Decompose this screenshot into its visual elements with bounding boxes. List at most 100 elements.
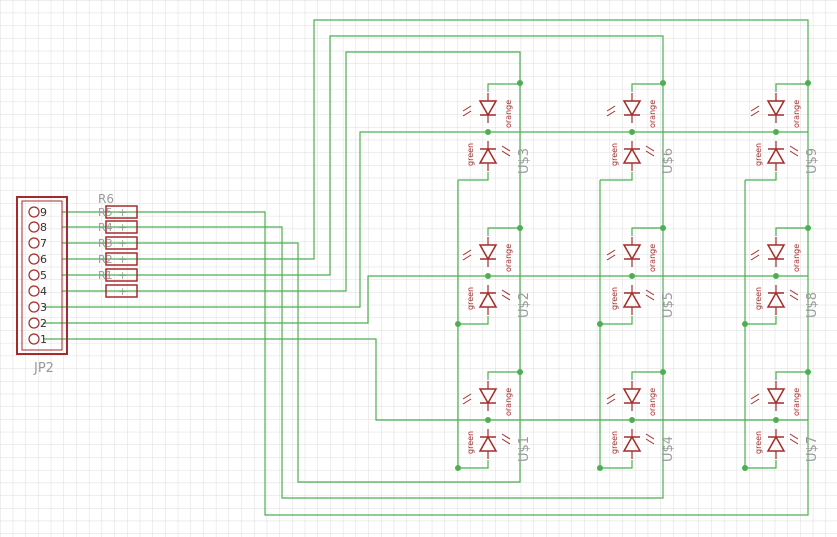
connector-pin-label: 2 <box>40 317 47 330</box>
connector-pin-2[interactable] <box>28 317 40 329</box>
light-arrow <box>789 294 799 301</box>
resistor-array-name: R6 <box>98 192 114 206</box>
connector-pin-6[interactable] <box>28 253 40 265</box>
junction-dot <box>629 273 635 279</box>
wire-pin5 <box>62 35 664 276</box>
wire-led-anode <box>487 227 520 236</box>
junction-dot <box>773 129 779 135</box>
wire-led-cathode <box>458 316 489 325</box>
light-arrow <box>789 433 799 440</box>
resistor-body[interactable] <box>105 220 138 234</box>
light-arrow <box>501 289 511 296</box>
resistor-body[interactable] <box>105 236 138 250</box>
resistor-label: R3 <box>98 237 113 250</box>
junction-dot <box>517 80 523 86</box>
light-arrow <box>501 294 511 301</box>
wire-led-anode <box>487 83 520 92</box>
connector-pin-label: 4 <box>40 285 47 298</box>
connector-pin-3[interactable] <box>28 301 40 313</box>
connector-pin-label: 7 <box>40 237 47 250</box>
wire-led-anode <box>631 227 663 236</box>
light-arrow <box>606 254 616 261</box>
light-arrow <box>606 393 616 400</box>
resistor-body[interactable] <box>105 205 138 219</box>
light-arrow <box>462 254 472 261</box>
connector-pin-label: 6 <box>40 253 47 266</box>
light-arrow <box>606 249 616 256</box>
wire-led-anode <box>775 227 808 236</box>
led-color-label-green: green <box>466 143 475 166</box>
wire-pin9 <box>62 211 809 516</box>
junction-dot <box>742 465 748 471</box>
light-arrow <box>645 433 655 440</box>
wire-pin7 <box>62 242 521 483</box>
resistor-body[interactable] <box>105 252 138 266</box>
connector-body <box>16 196 68 355</box>
led-color-label-orange: orange <box>792 388 801 416</box>
junction-dot <box>660 80 666 86</box>
wire-pin2 <box>43 275 808 324</box>
light-arrow <box>462 393 472 400</box>
light-arrow <box>645 438 655 445</box>
junction-dot <box>485 273 491 279</box>
led-color-label-orange: orange <box>648 100 657 128</box>
led-color-label-green: green <box>754 431 763 454</box>
led-ref-label: U$9 <box>805 148 820 174</box>
junction-dot <box>485 129 491 135</box>
light-arrow <box>750 249 760 256</box>
junction-dot <box>597 465 603 471</box>
led-ref-label: U$6 <box>661 148 676 174</box>
led-color-label-orange: orange <box>648 388 657 416</box>
resistor-array-r6[interactable]: R6 +R5+R4+R3+R2+R1+ <box>98 192 138 298</box>
light-arrow <box>645 294 655 301</box>
light-arrow <box>606 398 616 405</box>
connector-pin-4[interactable] <box>28 285 40 297</box>
resistor-label: R4 <box>98 221 113 234</box>
led-color-label-orange: orange <box>504 244 513 272</box>
connector-pin-1[interactable] <box>28 333 40 345</box>
resistor-body[interactable] <box>105 284 138 298</box>
junction-dot <box>805 369 811 375</box>
light-arrow <box>501 145 511 152</box>
light-arrow <box>462 249 472 256</box>
light-arrow <box>462 105 472 112</box>
junction-dot <box>773 417 779 423</box>
wire-led-anode <box>775 83 808 92</box>
resistor-plus-label: + <box>118 285 127 298</box>
wire-led-cathode <box>745 172 777 181</box>
wire-pin1 <box>43 338 808 421</box>
light-arrow <box>789 145 799 152</box>
led-ref-label: U$7 <box>805 436 820 462</box>
connector-pin-8[interactable] <box>28 221 40 233</box>
resistor-body[interactable] <box>105 268 138 282</box>
light-arrow <box>645 145 655 152</box>
led-color-label-green: green <box>466 431 475 454</box>
led-color-label-orange: orange <box>792 244 801 272</box>
connector-pin-9[interactable] <box>28 206 40 218</box>
light-arrow <box>645 150 655 157</box>
connector-pin-5[interactable] <box>28 269 40 281</box>
connector-pin-label: 9 <box>40 206 47 219</box>
bicolor-led[interactable]: orange green U$7 <box>750 381 820 462</box>
bicolor-led[interactable]: orange green U$6 <box>606 93 676 174</box>
light-arrow <box>789 150 799 157</box>
connector-pin-7[interactable] <box>28 237 40 249</box>
light-arrow <box>501 150 511 157</box>
light-arrow <box>789 289 799 296</box>
led-color-label-green: green <box>610 143 619 166</box>
wire-led-cathode <box>600 172 633 181</box>
light-arrow <box>606 105 616 112</box>
connector-pin-label: 1 <box>40 333 47 346</box>
wire-led-cathode <box>458 460 489 469</box>
light-arrow <box>462 398 472 405</box>
connector-pin-label: 8 <box>40 221 47 234</box>
